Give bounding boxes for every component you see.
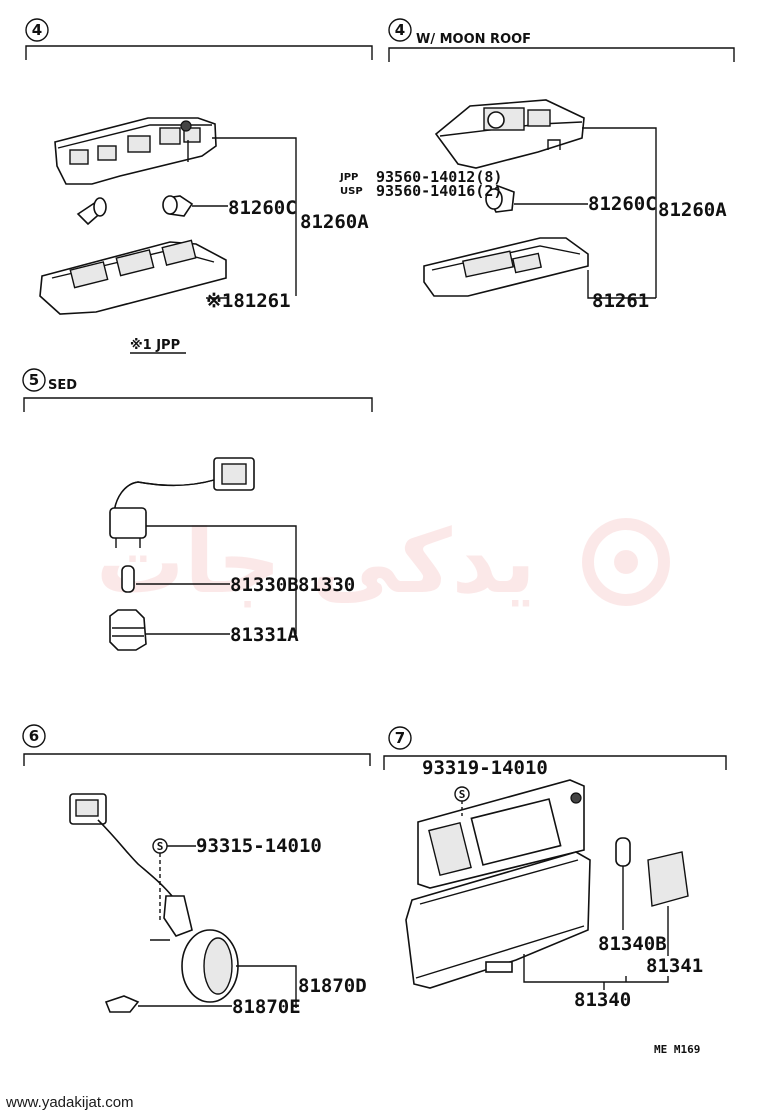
screw-symbol: S [157, 840, 164, 853]
part-number-81870e: 81870E [232, 996, 301, 1018]
part-number-81260a: 81260A [300, 211, 369, 233]
part-number-93319-14010: 93319-14010 [422, 757, 548, 779]
section-bracket [388, 47, 735, 62]
section-bracket [25, 45, 373, 60]
section-number-circle [388, 18, 412, 42]
part-number-81261: 81261 [592, 290, 649, 312]
section-number: 7 [395, 729, 405, 747]
lamp-housing [54, 117, 217, 185]
section-note: SED [48, 378, 77, 393]
bulb-icon [104, 995, 140, 1013]
socket-wire-assembly [69, 793, 193, 937]
part-number-93315-14010: 93315-14010 [196, 835, 322, 857]
section-number: 4 [395, 21, 405, 39]
vanity-lamp-housing [417, 779, 585, 889]
section-4-interior-lamp: 4 [25, 18, 373, 354]
bulb-icon [121, 565, 135, 593]
footnote-jpp: ※1 JPP [130, 338, 180, 353]
bulb-icon [162, 195, 194, 217]
part-number-81330b: 81330B [230, 574, 299, 596]
market-tag-usp: USP [340, 186, 363, 197]
bulb-part-number-jpp: 93560-14012(8) [376, 168, 502, 186]
section-5-sed: 5 SED 81330B 81330 81331A [22, 368, 373, 651]
watermark-text: یدکی جات [96, 510, 536, 613]
lamp-lens [647, 851, 689, 907]
section-number: 5 [29, 371, 39, 389]
part-number-181261: ※181261 [206, 290, 291, 312]
part-number-81340: 81340 [574, 989, 631, 1011]
section-number: 4 [32, 21, 42, 39]
section-number-circle [22, 724, 46, 748]
section-6: 6 S 93315-14010 81870D 81870E [22, 724, 371, 1018]
lamp-housing [434, 99, 585, 169]
bulb-icon [485, 185, 515, 213]
bulb-part-number-usp: 93560-14016(2) [376, 182, 502, 200]
leader-bracket [582, 127, 657, 298]
lamp-lens [423, 237, 589, 297]
leader-bracket [146, 525, 297, 634]
part-number-81331a: 81331A [230, 624, 299, 646]
figure-code: ME M169 [654, 1043, 700, 1056]
section-bracket [383, 755, 727, 770]
part-number-81260c: 81260C [588, 193, 657, 215]
part-number-81260c: 81260C [228, 197, 297, 219]
bulb-icon [76, 197, 107, 226]
screw-symbol: S [459, 788, 466, 801]
leader-bracket [212, 137, 297, 296]
section-4-moon-roof-lamp: 4 W/ MOON ROOF JPP 93560-14012(8) USP 9 [339, 18, 735, 312]
section-bracket [23, 753, 371, 766]
leader-line [587, 270, 656, 299]
part-number-81341: 81341 [646, 955, 703, 977]
market-tag-jpp: JPP [339, 172, 358, 183]
leader-bracket [523, 954, 669, 983]
vanity-mirror-cover [405, 851, 591, 989]
source-url[interactable]: www.yadakijat.com [5, 1094, 134, 1111]
part-number-81340b: 81340B [598, 933, 667, 955]
bulb-icon [615, 837, 631, 872]
section-number-circle [388, 726, 412, 750]
part-number-81330: 81330 [298, 574, 355, 596]
spot-lamp-reflector [150, 929, 239, 1003]
section-number-circle [22, 368, 46, 392]
leader-bracket [236, 965, 297, 1008]
socket-wire-assembly [109, 457, 255, 548]
part-number-81870d: 81870D [298, 975, 367, 997]
section-note: W/ MOON ROOF [416, 32, 531, 47]
section-bracket [23, 397, 373, 412]
section-7-vanity-mirror: 7 S 93319-14010 81340B 81341 81 [383, 726, 727, 1011]
lamp-lens [39, 239, 227, 315]
section-number: 6 [29, 727, 39, 745]
lamp-lens [109, 609, 147, 651]
section-number-circle [25, 18, 49, 42]
watermark: یدکی جات [96, 510, 670, 613]
part-number-81260a: 81260A [658, 199, 727, 221]
